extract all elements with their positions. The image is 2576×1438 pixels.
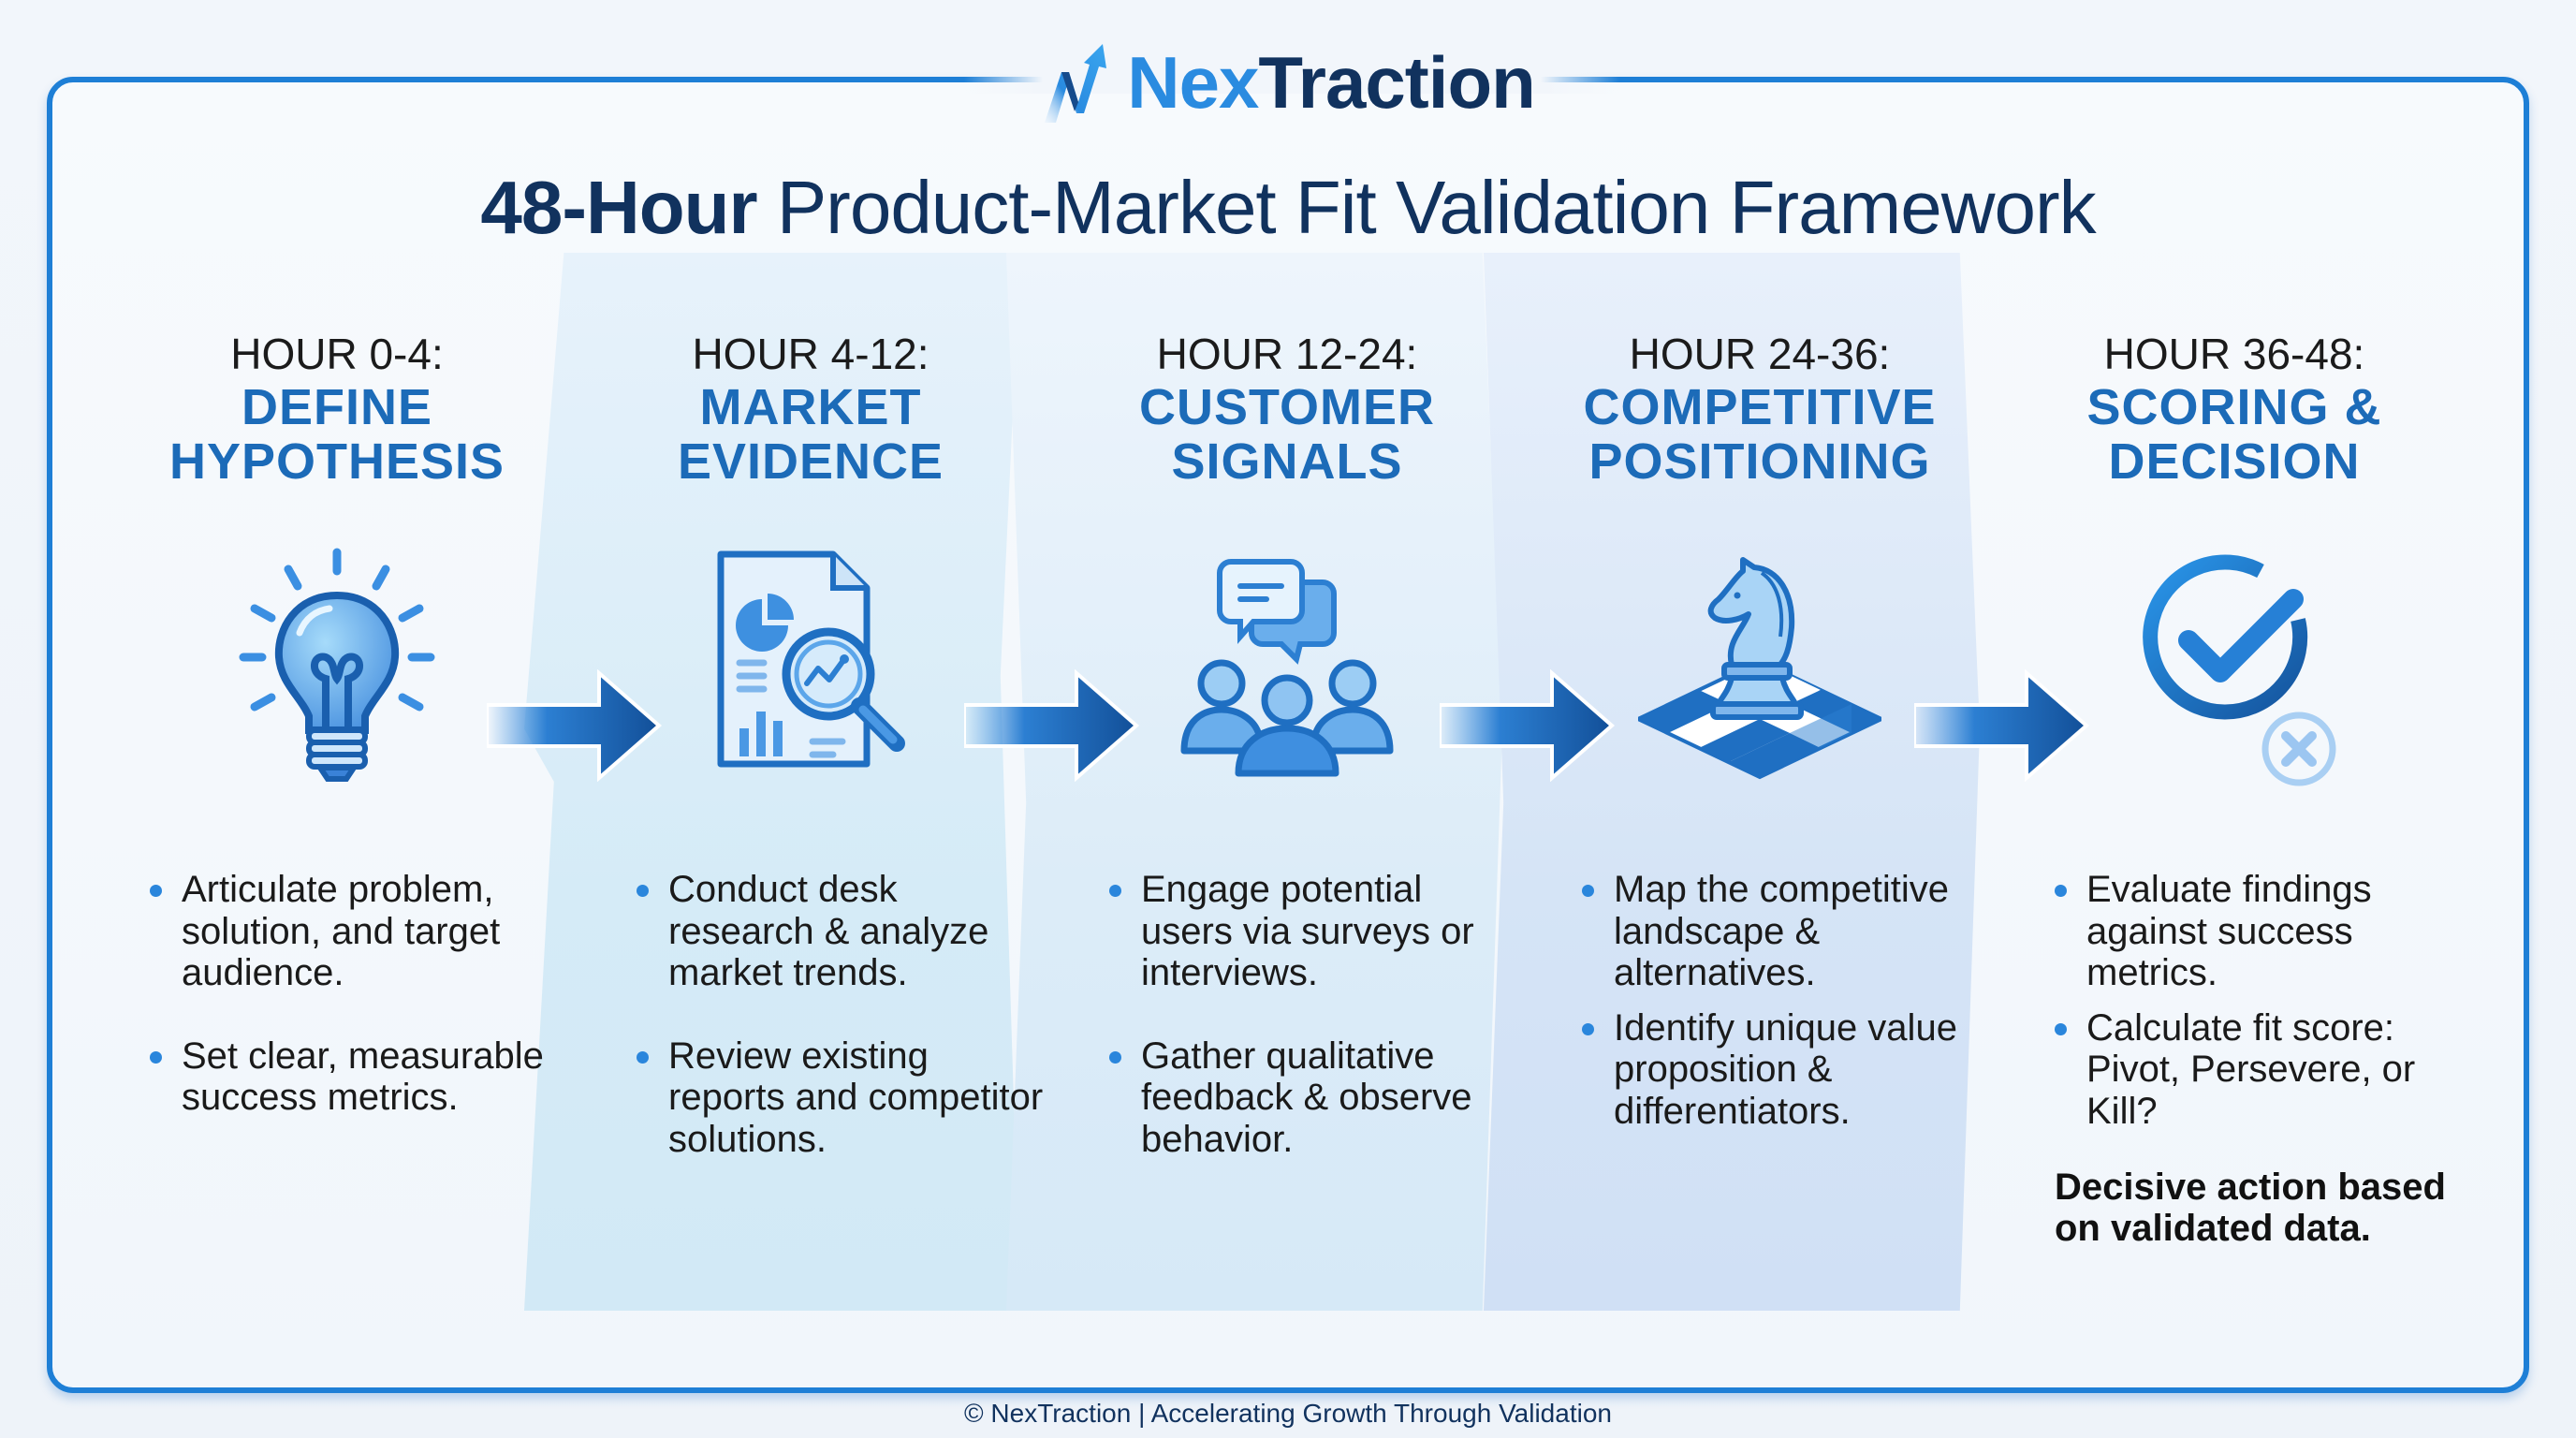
arrow-right-icon bbox=[1440, 669, 1616, 782]
x-circle-icon bbox=[2261, 712, 2336, 786]
phase-hour: HOUR 0-4: bbox=[230, 330, 444, 378]
bullet-item: Map the competitive landscape & alternat… bbox=[1582, 869, 1994, 994]
phase-panel-3-bg bbox=[1006, 253, 1502, 1311]
title-emphasis: 48-Hour bbox=[480, 166, 757, 249]
phase-bullets-4: Map the competitive landscape & alternat… bbox=[1582, 869, 1994, 1145]
phase-hour: HOUR 36-48: bbox=[2103, 330, 2365, 378]
title-rest: Product-Market Fit Validation Framework bbox=[756, 166, 2097, 249]
footer-tagline: © NexTraction | Accelerating Growth Thro… bbox=[964, 1399, 1612, 1428]
phase-hour: HOUR 4-12: bbox=[692, 330, 929, 378]
brand-name-part1: Nex bbox=[1127, 40, 1259, 124]
phase-title-line2: SIGNALS bbox=[1171, 433, 1403, 490]
decision-conclusion: Decisive action based on validated data. bbox=[2055, 1167, 2446, 1249]
phase-header-1: HOUR 0-4: DEFINE HYPOTHESIS bbox=[103, 328, 571, 489]
bullet-item: Review existing reports and competitor s… bbox=[637, 1035, 1048, 1161]
brand-logo: NexTraction bbox=[0, 36, 2576, 129]
phase-title-line1: CUSTOMER bbox=[1138, 379, 1436, 435]
bullet-item: Conduct desk research & analyze market t… bbox=[637, 869, 1048, 994]
phase-bullets-5: Evaluate findings against success metric… bbox=[2055, 869, 2485, 1145]
phase-title-line1: COMPETITIVE bbox=[1583, 379, 1937, 435]
bullet-item: Identify unique value proposition & diff… bbox=[1582, 1007, 1994, 1133]
check-circle-icon bbox=[2143, 554, 2336, 786]
bullet-item: Evaluate findings against success metric… bbox=[2055, 869, 2485, 994]
phase-bullets-3: Engage potential users via surveys or in… bbox=[1109, 869, 1521, 1201]
arrow-right-icon bbox=[487, 669, 663, 782]
phase-title-line2: HYPOTHESIS bbox=[168, 433, 505, 490]
phase-header-5: HOUR 36-48: SCORING & DECISION bbox=[2000, 328, 2468, 489]
people-chat-icon bbox=[1180, 559, 1394, 777]
phase-panel-2-bg bbox=[524, 253, 1020, 1311]
phase-title-line1: DEFINE bbox=[241, 379, 433, 435]
phase-title-line1: MARKET bbox=[699, 379, 922, 435]
bullet-item: Gather qualitative feedback & observe be… bbox=[1109, 1035, 1521, 1161]
phase-hour: HOUR 12-24: bbox=[1156, 330, 1418, 378]
phase-title-line2: EVIDENCE bbox=[677, 433, 944, 490]
phase-bullets-1: Articulate problem, solution, and target… bbox=[150, 869, 562, 1160]
phase-title-line1: SCORING & bbox=[2086, 379, 2382, 435]
phase-panel-4-bg bbox=[1484, 253, 1980, 1311]
brand-name: NexTraction bbox=[1127, 40, 1536, 125]
bullet-item: Engage potential users via surveys or in… bbox=[1109, 869, 1521, 994]
arrow-right-icon bbox=[1914, 669, 2090, 782]
page-title: 48-Hour Product-Market Fit Validation Fr… bbox=[0, 165, 2576, 251]
phase-header-4: HOUR 24-36: COMPETITIVE POSITIONING bbox=[1526, 328, 1994, 489]
lightbulb-icon bbox=[239, 548, 435, 782]
report-magnifier-icon bbox=[717, 550, 905, 768]
rising-arrow-n-icon bbox=[1045, 44, 1107, 123]
phase-title-line2: POSITIONING bbox=[1588, 433, 1931, 490]
phase-hour: HOUR 24-36: bbox=[1629, 330, 1891, 378]
chess-knight-icon bbox=[1638, 557, 1881, 780]
phase-header-2: HOUR 4-12: MARKET EVIDENCE bbox=[577, 328, 1045, 489]
phase-bullets-2: Conduct desk research & analyze market t… bbox=[637, 869, 1048, 1201]
phase-header-3: HOUR 12-24: CUSTOMER SIGNALS bbox=[1053, 328, 1521, 489]
bullet-item: Calculate fit score: Pivot, Persevere, o… bbox=[2055, 1007, 2485, 1133]
bullet-item: Set clear, measurable success metrics. bbox=[150, 1035, 562, 1119]
arrow-right-icon bbox=[964, 669, 1140, 782]
bullet-item: Articulate problem, solution, and target… bbox=[150, 869, 562, 994]
brand-name-part2: Traction bbox=[1258, 40, 1535, 124]
phase-title-line2: DECISION bbox=[2108, 433, 2361, 490]
